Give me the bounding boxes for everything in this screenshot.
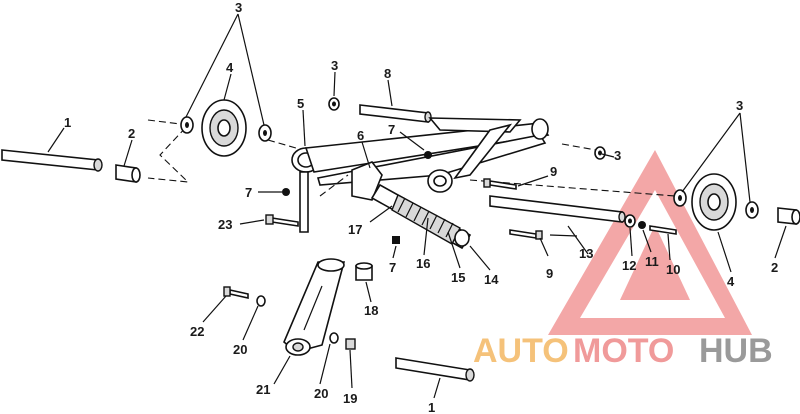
- callout-2-left: 2: [128, 126, 135, 141]
- callout-labels: 1 2 3 4 3 8 5 6 7 7 23 17 7 16 15 14 18 …: [64, 0, 778, 414]
- callout-3-top-left: 3: [235, 0, 242, 15]
- shaft-bottom: [395, 357, 475, 382]
- cross-shaft: [489, 195, 626, 223]
- callout-1-bottom: 1: [428, 400, 435, 414]
- callout-3-top-right: 3: [736, 98, 743, 113]
- fastener-12: [624, 214, 636, 228]
- alignment-bracket-left: [147, 119, 190, 183]
- washer-20-upper: [256, 295, 266, 307]
- callout-7-lower: 7: [389, 260, 396, 275]
- washer-top: [328, 97, 340, 111]
- leader-lines: [47, 13, 787, 399]
- watermark-auto: AUTO: [473, 332, 569, 370]
- watermark-hub: HUB: [699, 332, 773, 370]
- bushing-right: [777, 207, 800, 225]
- callout-17: 17: [348, 222, 362, 237]
- callout-3-mid-right: 3: [614, 148, 621, 163]
- callout-10: 10: [666, 262, 680, 277]
- callout-4-left: 4: [226, 60, 234, 75]
- callout-13: 13: [579, 246, 593, 261]
- shock-absorber: [370, 183, 472, 250]
- axle-line-upper: [267, 139, 297, 149]
- bushing-left: [115, 164, 141, 183]
- washer-mid-right: [594, 146, 606, 160]
- callout-6: 6: [357, 128, 364, 143]
- watermark-moto: MOTO: [573, 332, 674, 370]
- callout-7-left: 7: [245, 185, 252, 200]
- callout-9-lower: 9: [546, 266, 553, 281]
- callout-15: 15: [451, 270, 465, 285]
- axle-line-left: [319, 174, 349, 197]
- idler-wheel-right: [673, 173, 759, 231]
- callout-1-left: 1: [64, 115, 71, 130]
- pivot-shaft: [359, 104, 432, 123]
- callout-18: 18: [364, 303, 378, 318]
- callout-23: 23: [218, 217, 232, 232]
- bolt-23: [265, 214, 299, 227]
- callout-9-upper: 9: [550, 164, 557, 179]
- callout-8: 8: [384, 66, 391, 81]
- nut-7-lower: [392, 236, 400, 244]
- callout-19: 19: [343, 391, 357, 406]
- nut-7-upper: [424, 151, 432, 159]
- callout-12: 12: [622, 258, 636, 273]
- shaft-left: [1, 149, 103, 172]
- bolt-10: [649, 225, 677, 235]
- callout-20-lower: 20: [314, 386, 328, 401]
- idler-wheel-left: [180, 99, 272, 157]
- callout-3-top-mid: 3: [331, 58, 338, 73]
- bolt-22: [223, 286, 249, 299]
- washer-20-lower: [329, 332, 339, 344]
- nut-7-left: [282, 188, 290, 196]
- callout-5: 5: [297, 96, 304, 111]
- watermark-triangle: [548, 150, 752, 335]
- watermark-logo: AUTO MOTO HUB: [473, 332, 773, 370]
- callout-11: 11: [645, 254, 659, 269]
- nut-19: [345, 338, 356, 350]
- callout-2-right: 2: [771, 260, 778, 275]
- callout-22: 22: [190, 324, 204, 339]
- axle-line-mid: [561, 143, 597, 151]
- spacer: [355, 262, 373, 281]
- bolt-9-upper: [483, 178, 517, 190]
- fastener-11: [638, 221, 646, 229]
- callout-20-upper: 20: [233, 342, 247, 357]
- callout-14: 14: [484, 272, 499, 287]
- callout-21: 21: [256, 382, 270, 397]
- callout-7-upper: 7: [388, 122, 395, 137]
- callout-16: 16: [416, 256, 430, 271]
- callout-4-right: 4: [727, 274, 735, 289]
- bolt-9-lower: [509, 229, 543, 240]
- torque-link: [283, 258, 346, 356]
